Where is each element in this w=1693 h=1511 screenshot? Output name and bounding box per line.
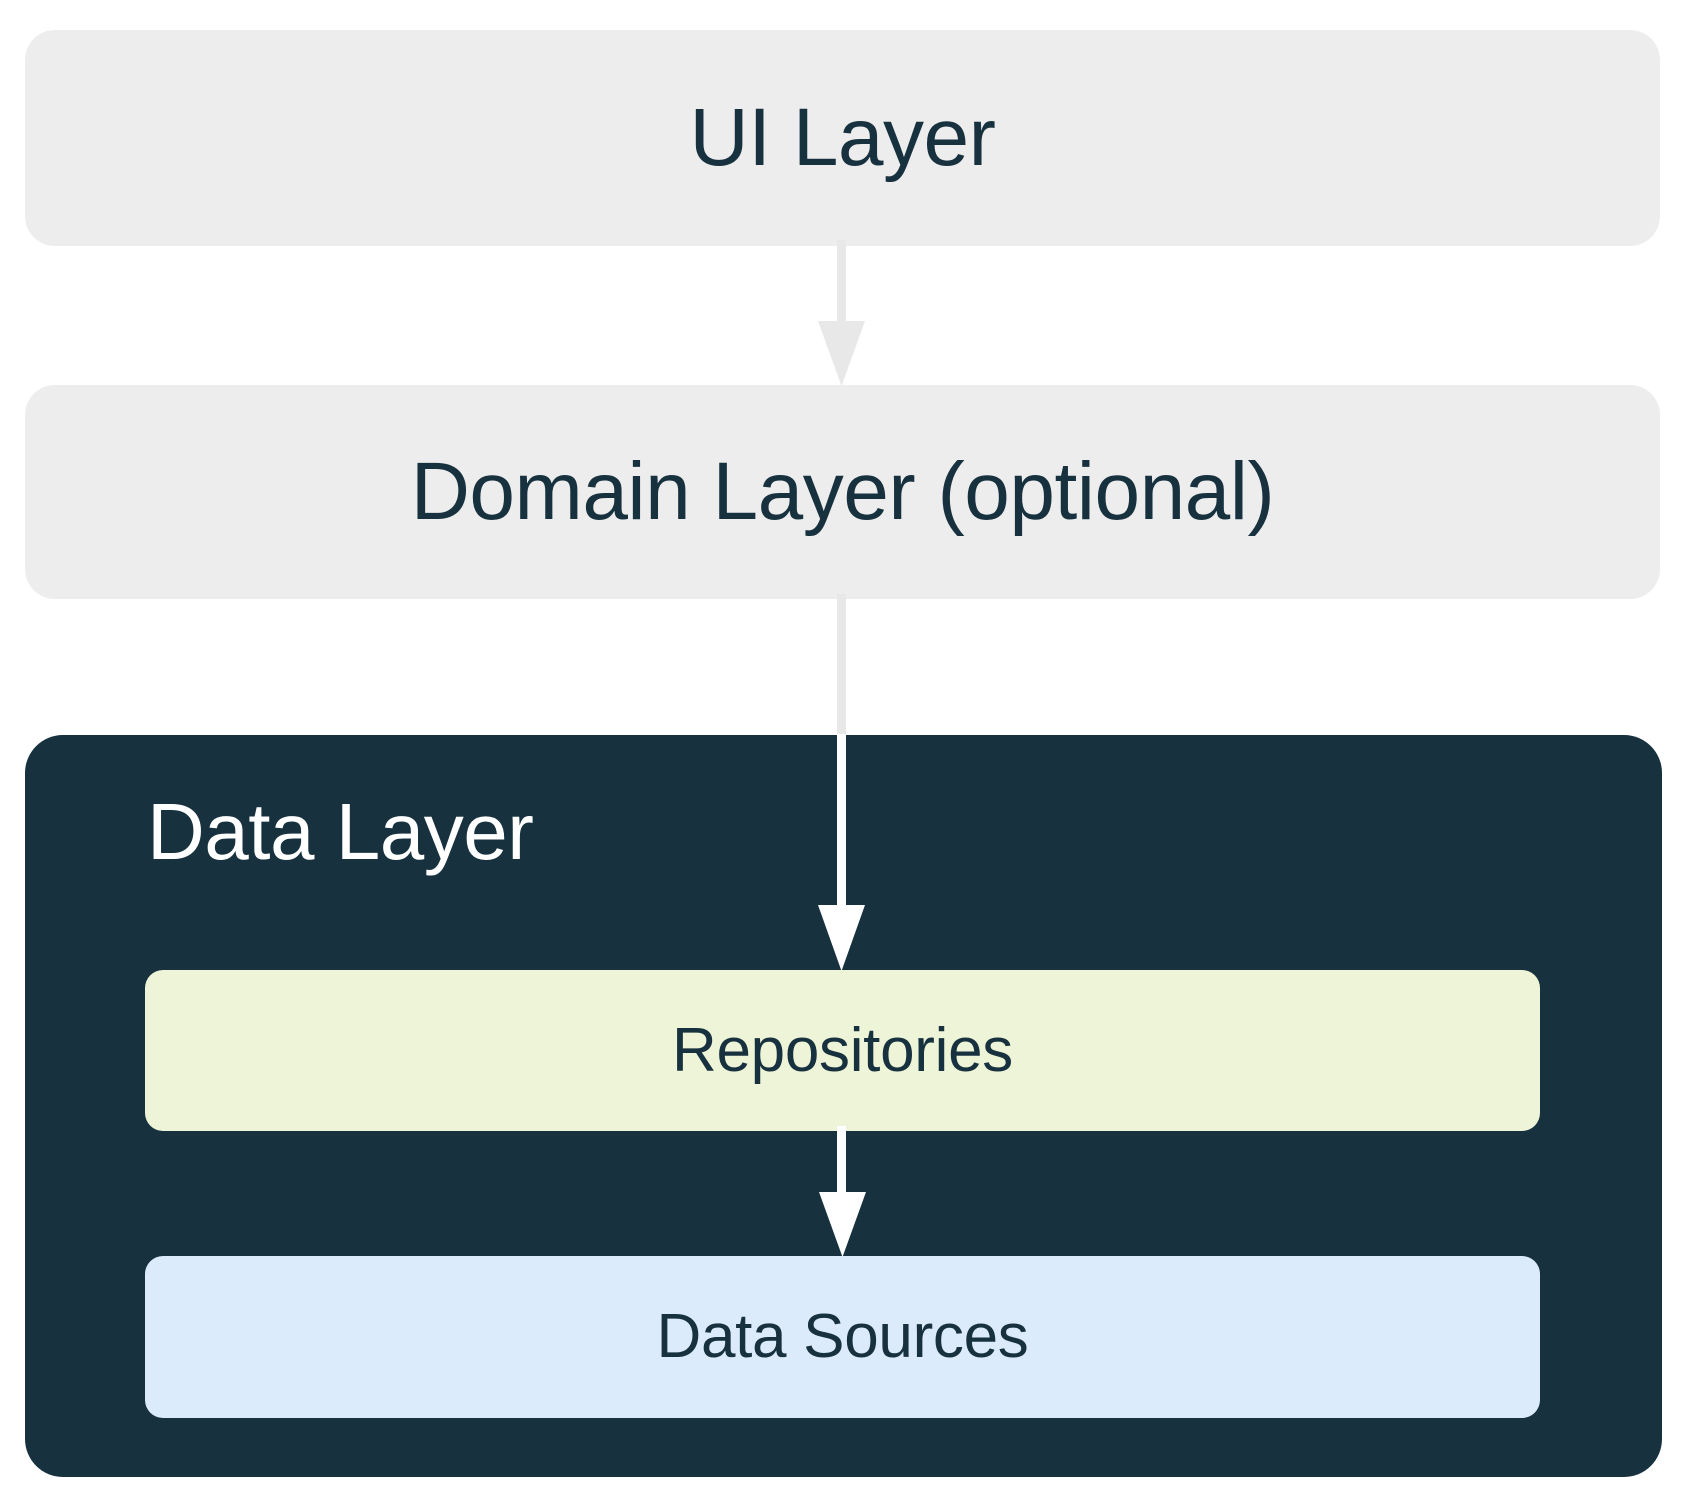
ui-layer-label: UI Layer — [689, 92, 996, 183]
data-sources-label: Data Sources — [656, 1302, 1029, 1371]
domain-layer-box: Domain Layer (optional) — [25, 385, 1660, 599]
arrow-stem-gray — [837, 594, 846, 736]
data-layer-label: Data Layer — [147, 787, 534, 876]
repositories-label: Repositories — [671, 1015, 1013, 1085]
repositories-box: Repositories — [145, 970, 1540, 1131]
data-sources-box: Data Sources — [145, 1256, 1540, 1418]
arrow-head-icon — [818, 321, 865, 386]
ui-layer-box: UI Layer — [25, 30, 1660, 246]
domain-layer-label: Domain Layer (optional) — [410, 446, 1275, 537]
arrow-ui-to-domain — [818, 240, 865, 386]
arrow-stem — [837, 240, 846, 324]
